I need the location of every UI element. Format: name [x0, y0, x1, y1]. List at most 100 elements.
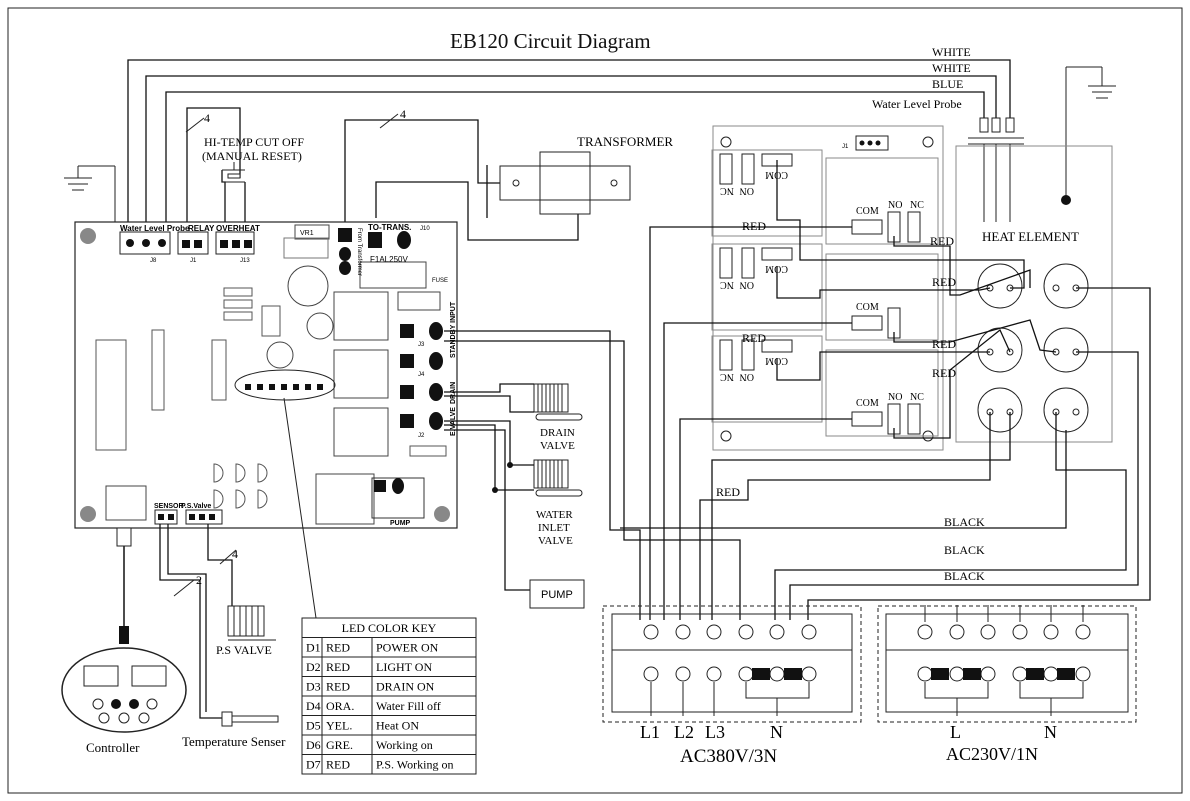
pcb-fuse-label: FUSE	[432, 278, 448, 284]
led-key-cell: Heat ON	[376, 719, 419, 733]
relay-heater-wires	[620, 160, 1151, 620]
bundle-slash-3	[173, 579, 195, 597]
led-key-cell: D2	[306, 660, 321, 674]
pcb-ps-valve-label: P.S.Valve	[181, 503, 211, 510]
pcb-fuse-rating-label: F1AL250V	[370, 255, 408, 264]
ground-symbol-right	[1065, 66, 1116, 200]
pcb-j10-label: J10	[420, 226, 430, 232]
relay-4-nc-label: NC	[910, 200, 924, 211]
probe-wires	[127, 59, 1011, 222]
wire-black-1: BLACK	[944, 515, 985, 529]
wire-red-1: RED	[742, 219, 766, 233]
led-key-cell: RED	[326, 680, 350, 694]
pump-label: PUMP	[541, 589, 573, 601]
pcb-input-label: STANDBY INPUT	[450, 301, 457, 358]
wire-label-white-1: WHITE	[932, 45, 971, 59]
pcb-from-transformer-label: From Transformer	[356, 228, 362, 276]
bundle-slash-1	[185, 117, 205, 133]
relay-2-nc-label: NC	[720, 279, 734, 290]
terminal-n-230: N	[1044, 722, 1057, 742]
drain-valve-label-1: DRAIN	[540, 427, 575, 439]
relay-6-nc-label: NC	[910, 392, 924, 403]
relay-3-nc-label: NC	[720, 371, 734, 382]
led-key-pointer	[283, 397, 317, 619]
junction-dot-1	[507, 462, 513, 468]
relay-1-nc-label: NC	[720, 185, 734, 196]
drain-valve-label-2: VALVE	[540, 440, 575, 452]
pcb-j13-label: J13	[240, 258, 250, 264]
pcb-j3-label: J3	[418, 342, 425, 348]
pcb-pump-label: PUMP	[390, 520, 411, 527]
heat-element	[955, 145, 1113, 443]
led-key-cell: P.S. Working on	[376, 758, 454, 772]
supply-380-label: AC380V/3N	[680, 746, 777, 767]
pcb-j8-label: J8	[150, 258, 157, 264]
ps-valve-wire	[207, 524, 233, 606]
pcb-board	[74, 221, 458, 529]
water-inlet-label-3: VALVE	[538, 535, 573, 547]
diagram-title: EB120 Circuit Diagram	[450, 29, 651, 53]
ps-valve-label: P.S VALVE	[216, 643, 272, 657]
terminal-l2: L2	[674, 722, 694, 742]
relay-5-com-label: COM	[856, 302, 879, 313]
ground-junction-dot	[1061, 195, 1071, 205]
pcb-water-level-label: Water Level Probe	[120, 224, 190, 233]
wire-label-blue: BLUE	[932, 77, 963, 91]
led-key-cell: Water Fill off	[376, 699, 441, 713]
temperature-sensor-probe	[221, 711, 279, 727]
terminal-n-380: N	[770, 722, 783, 742]
wire-black-3: BLACK	[944, 569, 985, 583]
controller	[61, 647, 187, 733]
wire-red-6: RED	[932, 366, 956, 380]
pcb-overheat-label: OVERHEAT	[216, 224, 260, 233]
water-level-probe-label: Water Level Probe	[872, 97, 962, 111]
controller-label: Controller	[86, 740, 140, 755]
relay-2-on-label: ON	[740, 279, 754, 290]
bundle-count-1: 4	[204, 111, 210, 125]
led-key-cell: RED	[326, 758, 350, 772]
bundle-count-2: 4	[400, 107, 406, 121]
led-key-cell: D5	[306, 719, 321, 733]
relay-3-on-label: ON	[740, 371, 754, 382]
temperature-sensor-label: Temperature Senser	[182, 734, 286, 749]
pcb-drain-label: DRAIN	[450, 382, 457, 404]
bundle-slash-2	[379, 113, 399, 129]
water-inlet-label-2: INLET	[538, 522, 570, 534]
led-key-cell: RED	[326, 660, 350, 674]
pump-box	[529, 579, 585, 609]
led-key-cell: ORA.	[326, 699, 354, 713]
terminal-l3: L3	[705, 722, 725, 742]
relay-j1-label: J1	[842, 144, 849, 150]
pcb-vr1-label: VR1	[300, 230, 314, 237]
relay-6-no-label: NO	[888, 392, 902, 403]
led-key-cell: D6	[306, 738, 321, 752]
pcb-relay-label: RELAY	[188, 224, 215, 233]
wire-red-4: RED	[742, 331, 766, 345]
supply-230-label: AC230V/1N	[946, 744, 1038, 764]
led-key-cell: YEL.	[326, 719, 352, 733]
heat-element-label: HEAT ELEMENT	[982, 229, 1079, 244]
transformer	[499, 151, 631, 215]
relay-1-on-label: ON	[740, 185, 754, 196]
supply-leads	[650, 682, 1084, 716]
diagram-frame	[7, 7, 1183, 794]
output-wires	[444, 330, 741, 620]
led-key-cell: D3	[306, 680, 321, 694]
led-key-cell: D1	[306, 641, 321, 655]
water-inlet-valve	[533, 459, 583, 497]
led-key-cell: DRAIN ON	[376, 680, 435, 694]
relay-4-no-label: NO	[888, 200, 902, 211]
led-key-cell: RED	[326, 641, 350, 655]
ground-symbol-left	[64, 165, 116, 222]
drain-valve	[533, 383, 583, 421]
terminal-block-380	[602, 605, 862, 723]
wire-red-2: RED	[930, 234, 954, 248]
relay-wires	[186, 107, 246, 222]
bundle-count-4: 4	[232, 547, 238, 561]
wire-red-5: RED	[932, 337, 956, 351]
junction-dot-2	[492, 487, 498, 493]
led-key-cell: D4	[306, 699, 321, 713]
wire-label-white-2: WHITE	[932, 61, 971, 75]
